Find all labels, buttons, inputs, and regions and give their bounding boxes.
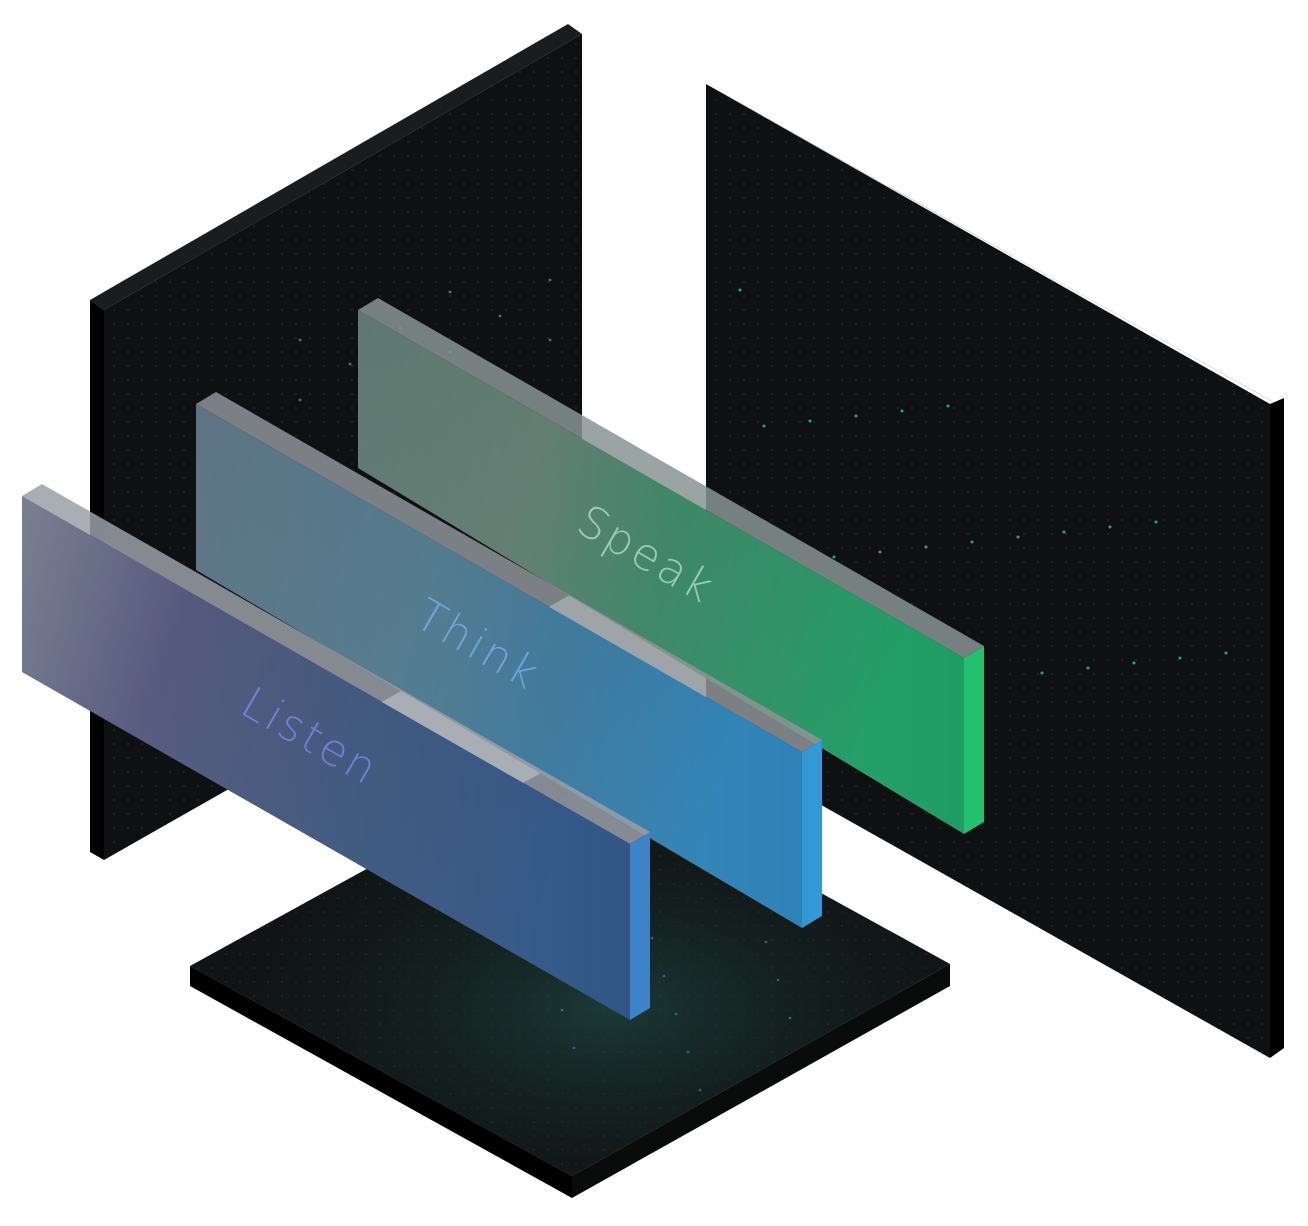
glow-dot [1108, 525, 1112, 529]
glow-dot [946, 404, 950, 408]
glow-dot [298, 338, 302, 342]
glow-dot [1040, 671, 1044, 675]
glow-dot [1154, 520, 1158, 524]
layer-slab-think: Think [196, 392, 822, 928]
glow-dot [776, 978, 780, 982]
glow-dot [1016, 535, 1020, 539]
glow-dot [448, 290, 452, 294]
glow-dot [762, 424, 766, 428]
layer-slab-speak: Speak [358, 298, 984, 834]
glow-dot [686, 1050, 690, 1054]
glow-dot [1086, 666, 1090, 670]
glow-dot [348, 362, 352, 366]
glow-dot [1224, 651, 1228, 655]
glow-dot [878, 550, 882, 554]
glow-dot [548, 278, 552, 282]
glow-dot [808, 419, 812, 423]
glow-dot [498, 314, 502, 318]
glow-dot [1132, 661, 1136, 665]
glow-dot [1178, 656, 1182, 660]
glow-dot [698, 1088, 702, 1092]
glow-dot [832, 555, 836, 559]
glow-dot [764, 940, 768, 944]
glow-dot [900, 409, 904, 413]
glow-dot [738, 288, 742, 292]
glow-dot [560, 1008, 564, 1012]
layer-slab-listen: Listen [22, 484, 650, 1020]
glow-dot [854, 414, 858, 418]
right-back-panel [706, 84, 1284, 1058]
glow-dot [788, 1016, 792, 1020]
glow-dot [674, 1012, 678, 1016]
glow-dot [924, 545, 928, 549]
glow-dot [548, 338, 552, 342]
glow-dot [1062, 530, 1066, 534]
glow-dot [298, 398, 302, 402]
glow-dot [572, 1046, 576, 1050]
glow-dot [970, 540, 974, 544]
glow-dot [662, 974, 666, 978]
glow-dot [650, 936, 654, 940]
